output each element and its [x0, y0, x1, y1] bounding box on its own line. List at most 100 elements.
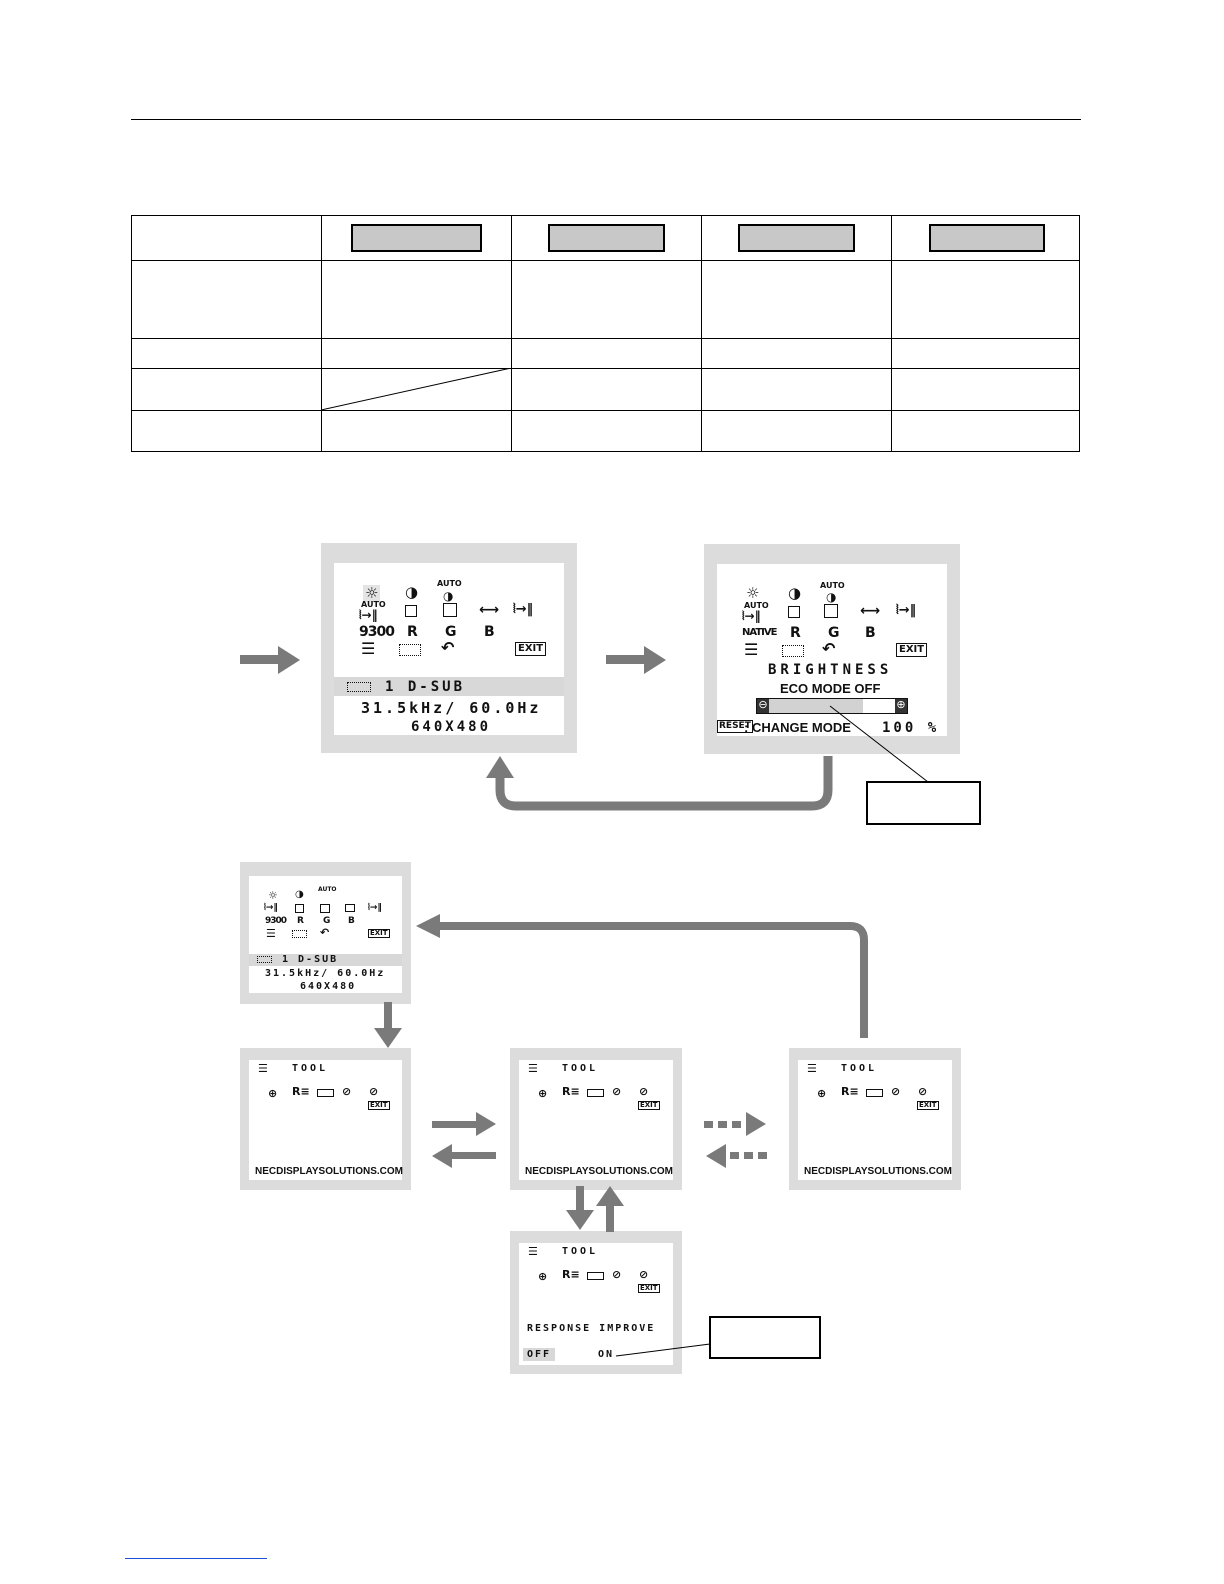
osd-brightness-screen: ☼ ◑ AUTO ◑ AUTO ⦚→‖ ⟷ ⦚→‖ NATIVE R G B ☰… — [704, 544, 960, 754]
contrast-icon: ◑ — [788, 584, 802, 602]
left-right-icon — [405, 605, 417, 617]
callout-box-top — [866, 781, 981, 825]
callout-line — [615, 1343, 711, 1357]
osd-brightness-title: BRIGHTNESS — [768, 662, 893, 678]
expansion-icon: ⊕ — [538, 1270, 548, 1283]
arrow-pair-icon — [432, 1112, 496, 1168]
eco-icon: ⊘ — [342, 1085, 352, 1098]
auto-contrast-icon: AUTO — [318, 886, 337, 893]
input-connector-icon — [257, 956, 272, 963]
tool-panel — [519, 1243, 673, 1365]
blue-icon: B — [484, 624, 495, 640]
video-detect-icon: R≡ — [562, 1268, 580, 1281]
red-icon: R — [790, 625, 801, 641]
brightness-slider-fill — [769, 699, 863, 713]
video-detect-icon: R≡ — [562, 1085, 580, 1098]
tool-title: TOOL — [292, 1063, 329, 1074]
header-button-3 — [738, 224, 855, 252]
osd-main-screen: ☼ ◑ AUTO ◑ AUTO ⦚→‖ ⟷ ⦚→‖ 9300 R G B ☰ ↶… — [321, 543, 577, 753]
osd-input-band — [249, 954, 402, 966]
arrow-down-icon — [374, 1002, 402, 1048]
control-table — [131, 215, 1080, 452]
red-icon: R — [297, 916, 304, 926]
response-icon: ⊘ — [369, 1085, 379, 1098]
tool-title: TOOL — [562, 1063, 599, 1074]
tool-screen-1: ☰ TOOL ⊕ R≡ ⊘ ⊘ EXIT NECDISPLAYSOLUTIONS… — [240, 1048, 411, 1190]
tool-title: TOOL — [562, 1246, 599, 1257]
exit-icon: EXIT — [368, 929, 390, 938]
auto-adjust-glyph-icon: ⦚→‖ — [264, 903, 278, 913]
table-col-divider — [891, 216, 892, 451]
input-connector-icon — [347, 682, 371, 692]
arrow-up-down-icon — [566, 1186, 624, 1232]
auto-contrast-icon: AUTO — [820, 581, 845, 590]
exit-icon: EXIT — [638, 1101, 660, 1110]
green-icon: G — [828, 625, 840, 641]
reset-key-icon: RESET — [717, 720, 753, 733]
fine-icon: ⦚→‖ — [896, 603, 917, 618]
red-icon: R — [407, 624, 418, 640]
tool-screen-3: ☰ TOOL ⊕ R≡ ⊘ ⊘ EXIT NECDISPLAYSOLUTIONS… — [789, 1048, 961, 1190]
tool-footer: NECDISPLAYSOLUTIONS.COM — [255, 1166, 403, 1177]
green-icon: G — [445, 624, 457, 640]
osd-input-label: 1 D-SUB — [282, 954, 339, 965]
off-option: OFF — [527, 1349, 552, 1360]
color-preset-icon: 9300 — [359, 624, 395, 640]
minus-icon: ⊖ — [757, 699, 769, 713]
auto-adjust-glyph-icon: ⦚→‖ — [742, 609, 761, 623]
arrow-right-icon — [606, 646, 666, 674]
exit-icon: EXIT — [368, 1101, 390, 1110]
osd-small-panel — [249, 876, 402, 993]
osd-tool-icon — [399, 644, 421, 656]
top-rule — [131, 119, 1081, 120]
left-right-icon — [788, 606, 800, 618]
footer-link-rule — [125, 1558, 267, 1559]
plus-icon: ⊕ — [895, 699, 907, 713]
auto-contrast-icon: AUTO — [437, 579, 462, 588]
brightness-icon: ☼ — [268, 889, 278, 902]
table-col-divider — [511, 216, 512, 451]
down-up-icon — [824, 604, 838, 618]
contrast-icon: ◑ — [405, 583, 419, 601]
dotted-arrow-pair-icon — [704, 1112, 767, 1168]
tool-icon: ☰ — [807, 1062, 817, 1075]
callout-line — [829, 705, 929, 783]
green-icon: G — [323, 916, 331, 926]
blue-icon: B — [865, 625, 876, 641]
video-detect-icon: R≡ — [292, 1085, 310, 1098]
color-preset-icon: 9300 — [265, 916, 287, 926]
auto-adjust-icon: AUTO — [361, 600, 386, 609]
osd-resolution: 640X480 — [411, 719, 492, 735]
osd-frequency: 31.5kHz/ 60.0Hz — [265, 968, 386, 979]
exit-icon: EXIT — [515, 642, 547, 656]
h-size-icon: ⟷ — [479, 602, 500, 618]
eco-icon: ⊘ — [891, 1085, 901, 1098]
table-row-divider — [132, 368, 1079, 369]
table-row-divider — [132, 410, 1079, 411]
off-timer-icon — [587, 1272, 604, 1280]
response-icon: ⊘ — [918, 1085, 928, 1098]
on-option: ON — [598, 1349, 615, 1360]
tool-footer: NECDISPLAYSOLUTIONS.COM — [525, 1166, 673, 1177]
tool-icon: ☰ — [528, 1062, 538, 1075]
tool-icon: ☰ — [528, 1245, 538, 1258]
table-row-divider — [132, 260, 1079, 261]
color-preset-icon: NATIVE — [742, 627, 777, 638]
contrast-icon: ◑ — [295, 889, 304, 900]
table-row-divider — [132, 338, 1079, 339]
h-size-icon — [345, 904, 355, 912]
tool-panel — [798, 1060, 952, 1180]
osd-tool-icon — [782, 645, 804, 657]
off-timer-icon — [317, 1089, 334, 1097]
exit-icon: EXIT — [638, 1284, 660, 1293]
brightness-icon: ☼ — [746, 584, 760, 602]
brightness-icon: ☼ — [363, 584, 381, 602]
return-arrow-icon — [486, 756, 833, 811]
tool-footer: NECDISPLAYSOLUTIONS.COM — [804, 1166, 952, 1177]
tool-screen-2: ☰ TOOL ⊕ R≡ ⊘ ⊘ EXIT NECDISPLAYSOLUTIONS… — [510, 1048, 682, 1190]
h-size-icon: ⟷ — [860, 603, 881, 619]
response-icon: ⊘ — [639, 1085, 649, 1098]
na-diagonal — [321, 368, 512, 411]
header-button-1 — [351, 224, 482, 252]
eco-icon: ⊘ — [612, 1085, 622, 1098]
